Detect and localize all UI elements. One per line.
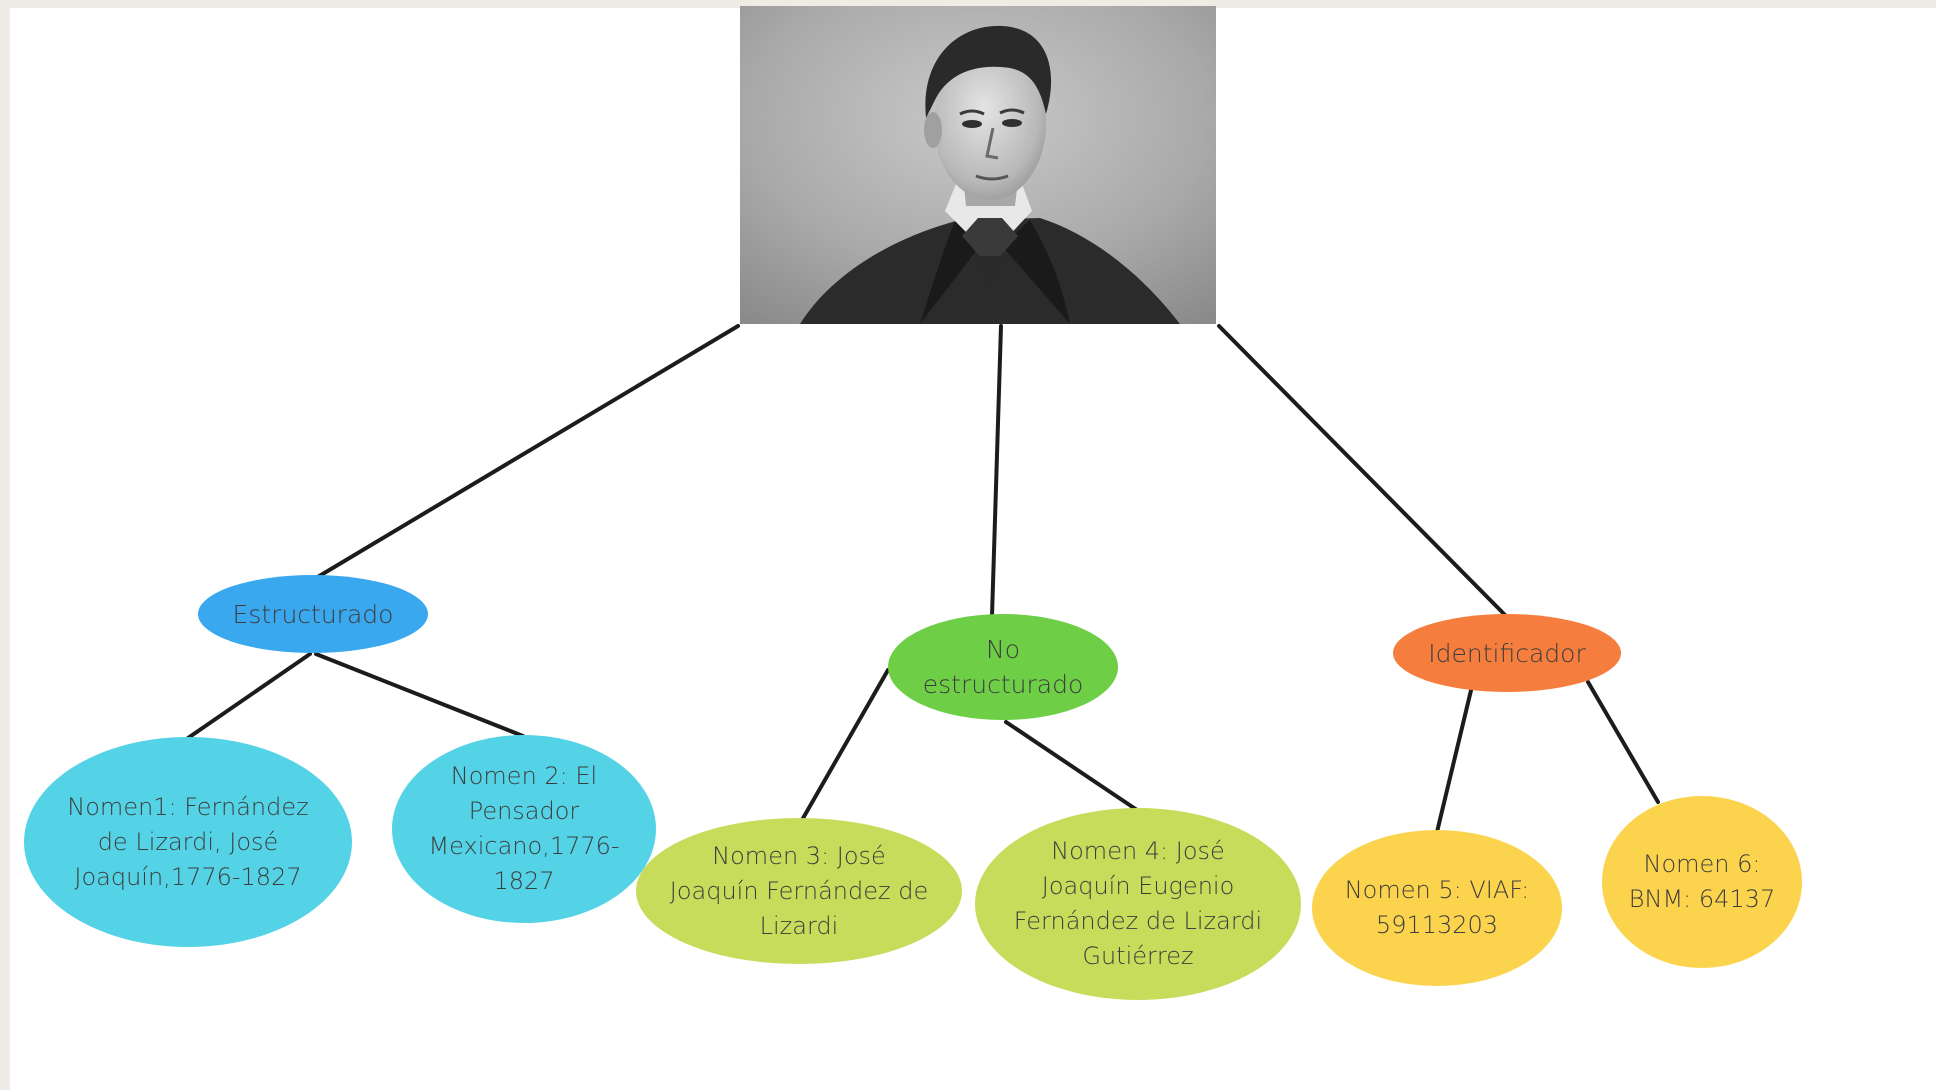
portrait-engraving-icon <box>740 6 1216 324</box>
nomen-6-label: Nomen 6: BNM: 64137 <box>1628 850 1776 913</box>
nomen-2-label: Nomen 2: El Pensador Mexicano,1776-1827 <box>428 762 620 895</box>
nomen-3-label: Nomen 3: José Joaquín Fernández de Lizar… <box>669 841 929 940</box>
category-no-estructurado-label: No estructurado <box>922 635 1084 699</box>
nomen-4-label: Nomen 4: José Joaquín Eugenio Fernández … <box>1013 837 1263 970</box>
nomen-5-label: Nomen 5: VIAF: 59113203 <box>1344 876 1530 939</box>
category-identificador-label: Identificador <box>1428 638 1586 668</box>
nomen-1: Nomen1: Fernández de Lizardi, José Joaqu… <box>24 737 352 947</box>
category-no-estructurado: No estructurado <box>888 614 1118 720</box>
category-identificador: Identificador <box>1393 614 1621 692</box>
category-estructurado: Estructurado <box>198 575 428 653</box>
nomen-2: Nomen 2: El Pensador Mexicano,1776-1827 <box>392 735 656 923</box>
category-estructurado-label: Estructurado <box>232 599 394 629</box>
nomen-1-label: Nomen1: Fernández de Lizardi, José Joaqu… <box>67 792 309 891</box>
nomen-4: Nomen 4: José Joaquín Eugenio Fernández … <box>975 808 1301 1000</box>
nomen-5: Nomen 5: VIAF: 59113203 <box>1312 830 1562 986</box>
nomen-6: Nomen 6: BNM: 64137 <box>1602 796 1802 968</box>
portrait-image <box>740 6 1216 324</box>
nomen-3: Nomen 3: José Joaquín Fernández de Lizar… <box>636 818 962 964</box>
